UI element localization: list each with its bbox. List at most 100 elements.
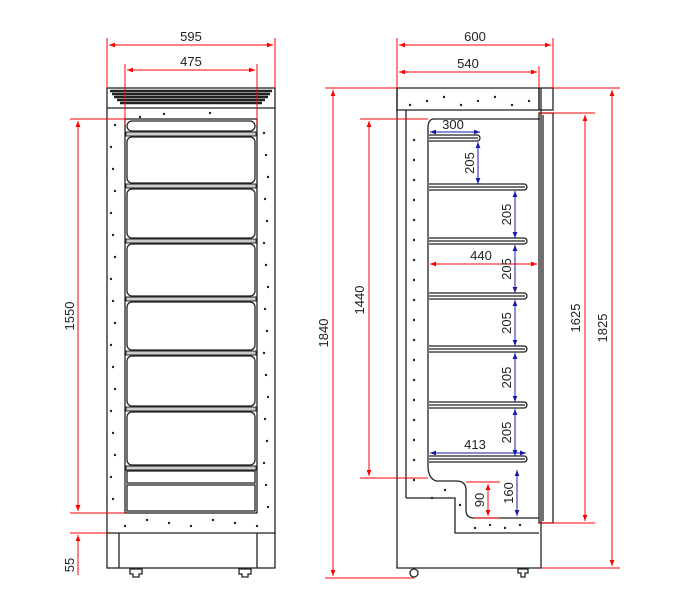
insulation-dot: [430, 496, 434, 500]
extension-lines-left: [70, 118, 125, 534]
insulation-dot: [111, 497, 115, 501]
dim-label-1840: 1840: [316, 319, 331, 348]
insulation-dot: [262, 351, 266, 355]
shelf: [125, 131, 257, 137]
insulation-dot: [262, 461, 266, 465]
dim-label-205: 205: [499, 204, 514, 226]
side-view: 600 540 1840 1440 1625 1825 300 440 413 …: [316, 29, 620, 579]
insulation-dot: [443, 488, 447, 492]
front-view: 595 475 1550 55: [62, 29, 276, 578]
dim-label-300: 300: [442, 117, 464, 132]
insulation-dot: [123, 524, 127, 528]
insulation-dot: [109, 343, 113, 347]
insulation-dots: [109, 111, 270, 528]
glass-panel: [126, 243, 256, 297]
insulation-dot: [263, 307, 267, 311]
insulation-dots: [408, 95, 531, 530]
insulation-dot: [113, 453, 117, 457]
dim-label-1440: 1440: [352, 286, 367, 315]
insulation-dot: [510, 103, 514, 107]
dim-label-440: 440: [470, 248, 492, 263]
insulation-dot: [412, 238, 416, 242]
dim-label-1550: 1550: [62, 302, 77, 331]
insulation-dot: [412, 338, 416, 342]
insulation-dot: [412, 358, 416, 362]
front-outline: [106, 87, 276, 569]
insulation-dot: [109, 145, 113, 149]
insulation-dot: [111, 167, 115, 171]
dim-label-160: 160: [501, 482, 516, 504]
insulation-dot: [412, 458, 416, 462]
insulation-dot: [113, 189, 117, 193]
insulation-dot: [266, 505, 270, 509]
dim-label-475: 475: [180, 54, 202, 69]
insulation-dot: [263, 417, 267, 421]
shelf: [429, 237, 528, 245]
shelf: [429, 345, 528, 353]
side-cavity: [427, 118, 540, 519]
dim-label-1825: 1825: [595, 314, 610, 343]
insulation-dot: [473, 526, 477, 530]
insulation-dot: [458, 503, 462, 507]
dim-label-205: 205: [499, 312, 514, 334]
insulation-dot: [442, 95, 446, 99]
side-top: [396, 87, 540, 111]
insulation-dot: [412, 258, 416, 262]
shelf: [429, 455, 528, 463]
shelf: [125, 465, 257, 471]
insulation-dot: [518, 523, 522, 527]
shelf: [125, 183, 257, 189]
castor-wheel-icon: [409, 568, 419, 578]
extension-lines-side: [325, 38, 620, 579]
insulation-dot: [412, 178, 416, 182]
top-grille: [110, 89, 272, 105]
shelf: [429, 401, 528, 409]
front-shelves: [125, 120, 257, 512]
insulation-dot: [493, 95, 497, 99]
glass-panel: [126, 301, 256, 351]
insulation-dot: [266, 285, 270, 289]
insulation-dot: [113, 387, 117, 391]
insulation-dot: [263, 197, 267, 201]
dim-label-55: 55: [62, 558, 77, 572]
glass-panel: [126, 188, 256, 239]
bottom-panel: [126, 484, 256, 512]
dim-label-600: 600: [464, 29, 486, 44]
insulation-dot: [162, 112, 166, 116]
insulation-dot: [145, 518, 149, 522]
insulation-dot: [264, 483, 268, 487]
dim-label-205: 205: [499, 422, 514, 444]
shelf: [125, 296, 257, 302]
insulation-dot: [113, 255, 117, 259]
insulation-dot: [412, 398, 416, 402]
insulation-dot: [412, 378, 416, 382]
insulation-dot: [113, 321, 117, 325]
insulation-dot: [208, 111, 212, 115]
insulation-dot: [412, 438, 416, 442]
insulation-dot: [189, 524, 193, 528]
dim-label-540: 540: [457, 56, 479, 71]
insulation-dot: [109, 409, 113, 413]
insulation-dot: [138, 115, 142, 119]
dim-label-90: 90: [472, 493, 487, 507]
foot-icon: [517, 568, 529, 578]
insulation-dot: [265, 219, 269, 223]
insulation-dot: [262, 241, 266, 245]
insulation-dot: [527, 99, 531, 103]
dim-label-1625: 1625: [568, 304, 583, 333]
insulation-dot: [167, 521, 171, 525]
insulation-dot: [476, 99, 480, 103]
extension-lines: [106, 38, 276, 125]
insulation-dot: [459, 103, 463, 107]
shelf: [429, 292, 528, 300]
shelf: [429, 134, 481, 142]
insulation-dot: [425, 99, 429, 103]
insulation-dot: [111, 299, 115, 303]
insulation-dot: [264, 263, 268, 267]
insulation-dot: [111, 233, 115, 237]
insulation-dot: [113, 123, 117, 127]
dim-label-205: 205: [462, 152, 477, 174]
